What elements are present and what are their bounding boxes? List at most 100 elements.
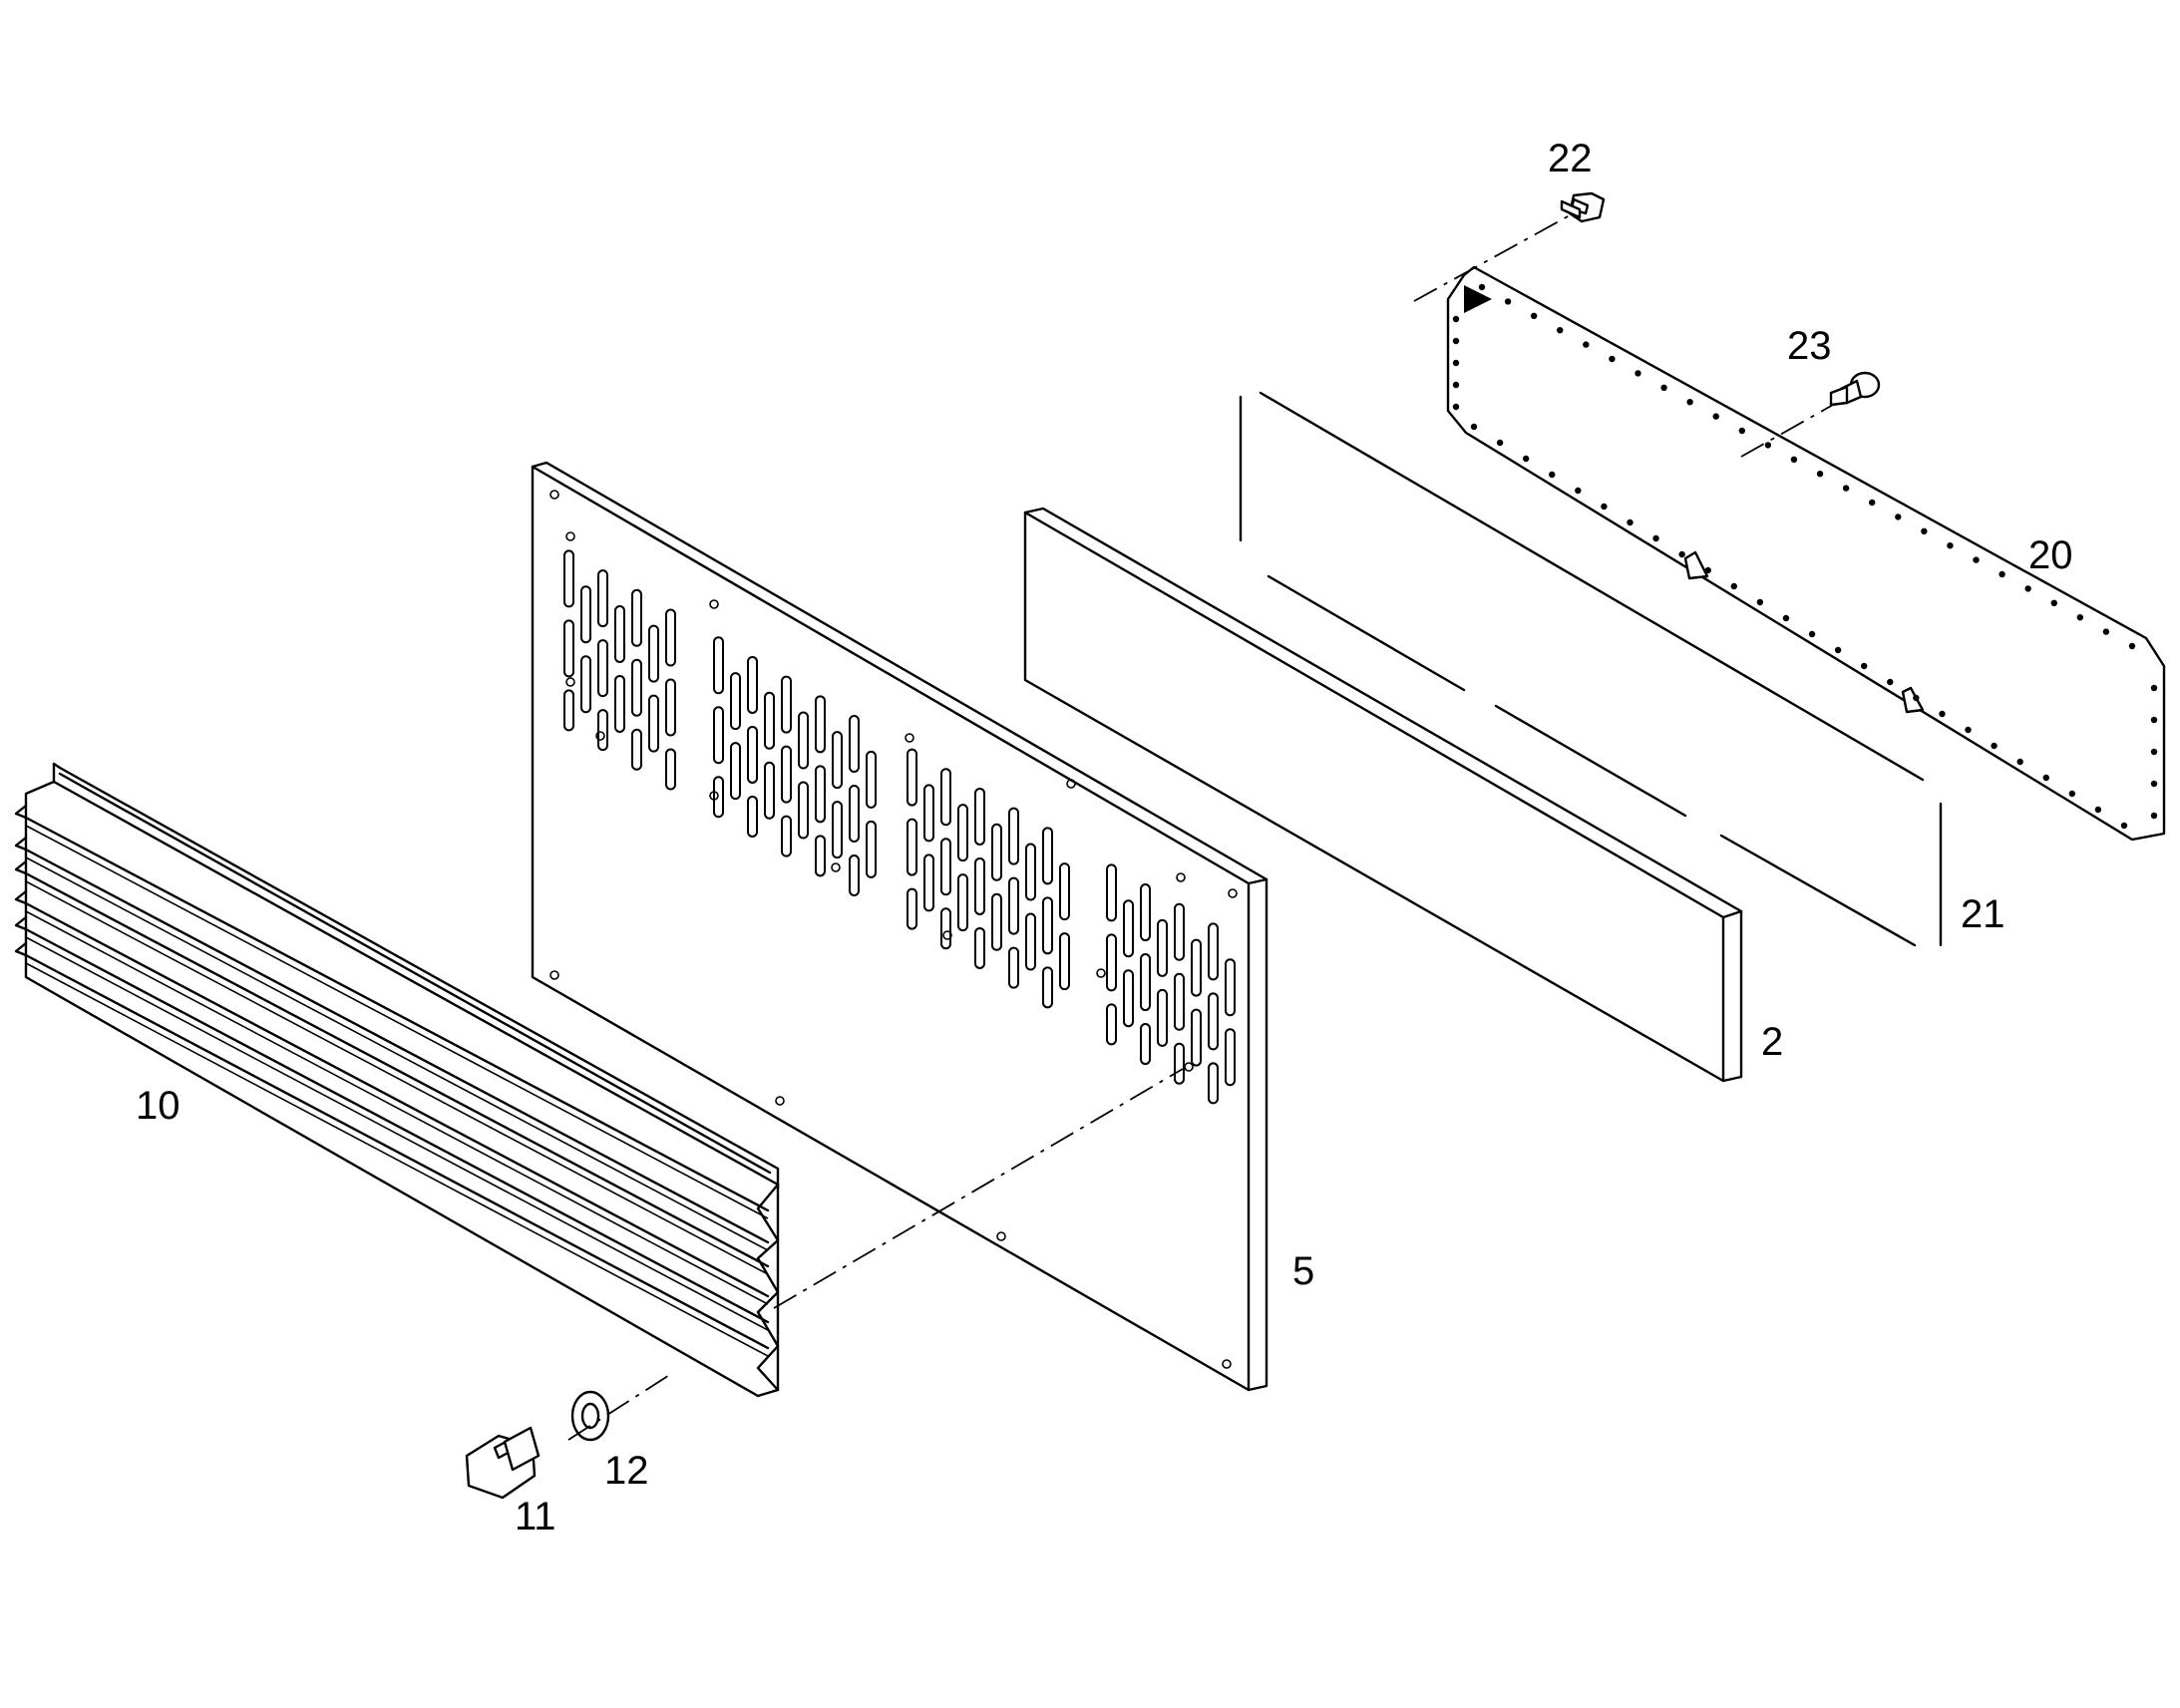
vent-slot [614,674,625,733]
vent-slot [1157,918,1168,977]
vent-slot [1140,1023,1151,1066]
vent-slot [1008,946,1019,989]
callout-22: 22 [1548,137,1593,180]
plate-hole [2120,822,2128,830]
part-20-rear-plate [1446,265,2166,842]
vent-slot [974,787,985,846]
vent-slot [597,639,608,698]
vent-slot [923,784,934,843]
mounting-hole [709,599,719,609]
vent-slot [815,765,826,824]
mounting-hole [996,1231,1006,1241]
vent-slot [648,624,659,683]
vent-slot [730,672,741,731]
louvre-fold [24,901,770,1298]
vent-slot [648,694,659,753]
vent-slot [747,725,758,784]
plate-hole [1452,381,1460,389]
vent-slot [1025,843,1036,901]
vent-slot [1042,827,1053,885]
plate-hole [1609,355,1616,363]
vent-slot [1174,902,1185,961]
louvre-edge [14,941,28,957]
plate-hole [1678,550,1685,558]
callout-2: 2 [1761,1020,1783,1064]
vent-slot [832,801,843,859]
louvre-fold-shadow [25,936,769,1331]
plate-hole [1530,312,1538,319]
plate-hole [1790,456,1798,463]
plate-hole [2150,780,2158,788]
vent-slot [815,695,826,754]
vent-slot [747,655,758,714]
vent-slot [1174,972,1185,1031]
callout-5: 5 [1292,1249,1314,1293]
part-23-pin [1829,371,1881,407]
plate-hole [1965,726,1972,734]
plate-hole [1834,646,1842,654]
louvre-fold-shadow [25,962,769,1357]
vent-slot [991,892,1002,951]
vent-slot [940,838,951,896]
vent-slot [1208,922,1219,981]
plate-hole [2068,790,2076,798]
vent-slot [597,709,608,752]
plate-hole [2016,758,2023,766]
mounting-hole [831,862,841,872]
vent-slot [747,795,758,838]
vent-slot [1225,958,1236,1017]
vent-slot [1208,992,1219,1051]
vent-slot [991,823,1002,881]
vent-slot [1225,1028,1236,1087]
louvre-fold-shadow [25,880,769,1275]
plate-hole [1842,485,1850,492]
part-5-mounting-holes [549,490,1238,1369]
callout-23: 23 [1787,324,1832,368]
vent-slot [1106,933,1117,992]
louvre-edge [14,915,28,931]
vent-slot [665,608,676,667]
vent-slot [781,675,792,734]
mounting-hole [565,677,575,687]
plate-hole [1478,283,1486,291]
part-10-louvre-ribs [14,804,770,1357]
plate-hole [1913,694,1920,702]
plate-hole [1470,423,1478,431]
plate-hole [1887,678,1894,686]
plate-hole [2150,812,2158,820]
vent-slot [849,854,860,896]
vent-slot [849,785,860,843]
vent-slot [940,907,951,950]
plate-hole [1947,542,1954,549]
plate-hole [1452,359,1460,367]
callout-10: 10 [136,1084,181,1128]
louvre-fold-shadow [25,856,769,1251]
part-5-perforated-panel [531,461,1269,1392]
vent-slot [957,873,968,932]
vent-slot [1191,1008,1202,1067]
part-11-hex-bolt [465,1426,541,1500]
plate-hole [1575,487,1582,495]
plate-hole [1452,315,1460,323]
vent-slot [832,731,843,790]
callout-12: 12 [604,1449,649,1493]
plate-hole [1808,630,1816,638]
plate-hole [1601,503,1608,511]
plate-hole [1496,439,1504,447]
mounting-hole [549,490,559,500]
mounting-hole [1066,779,1076,789]
mounting-hole [1222,1359,1232,1369]
louvre-fold [24,848,770,1244]
vent-slot [974,926,985,969]
callout-21: 21 [1961,892,2005,936]
vent-slot [781,745,792,804]
part-10-louvre-grille [14,762,780,1398]
vent-slot [1042,966,1053,1009]
vent-slot [849,715,860,773]
plate-hole [1816,471,1824,478]
plate-hole [2102,628,2110,635]
louvre-fold [24,953,770,1350]
vent-slot [1140,953,1151,1012]
mounting-hole [709,791,719,801]
vent-slot [597,569,608,628]
